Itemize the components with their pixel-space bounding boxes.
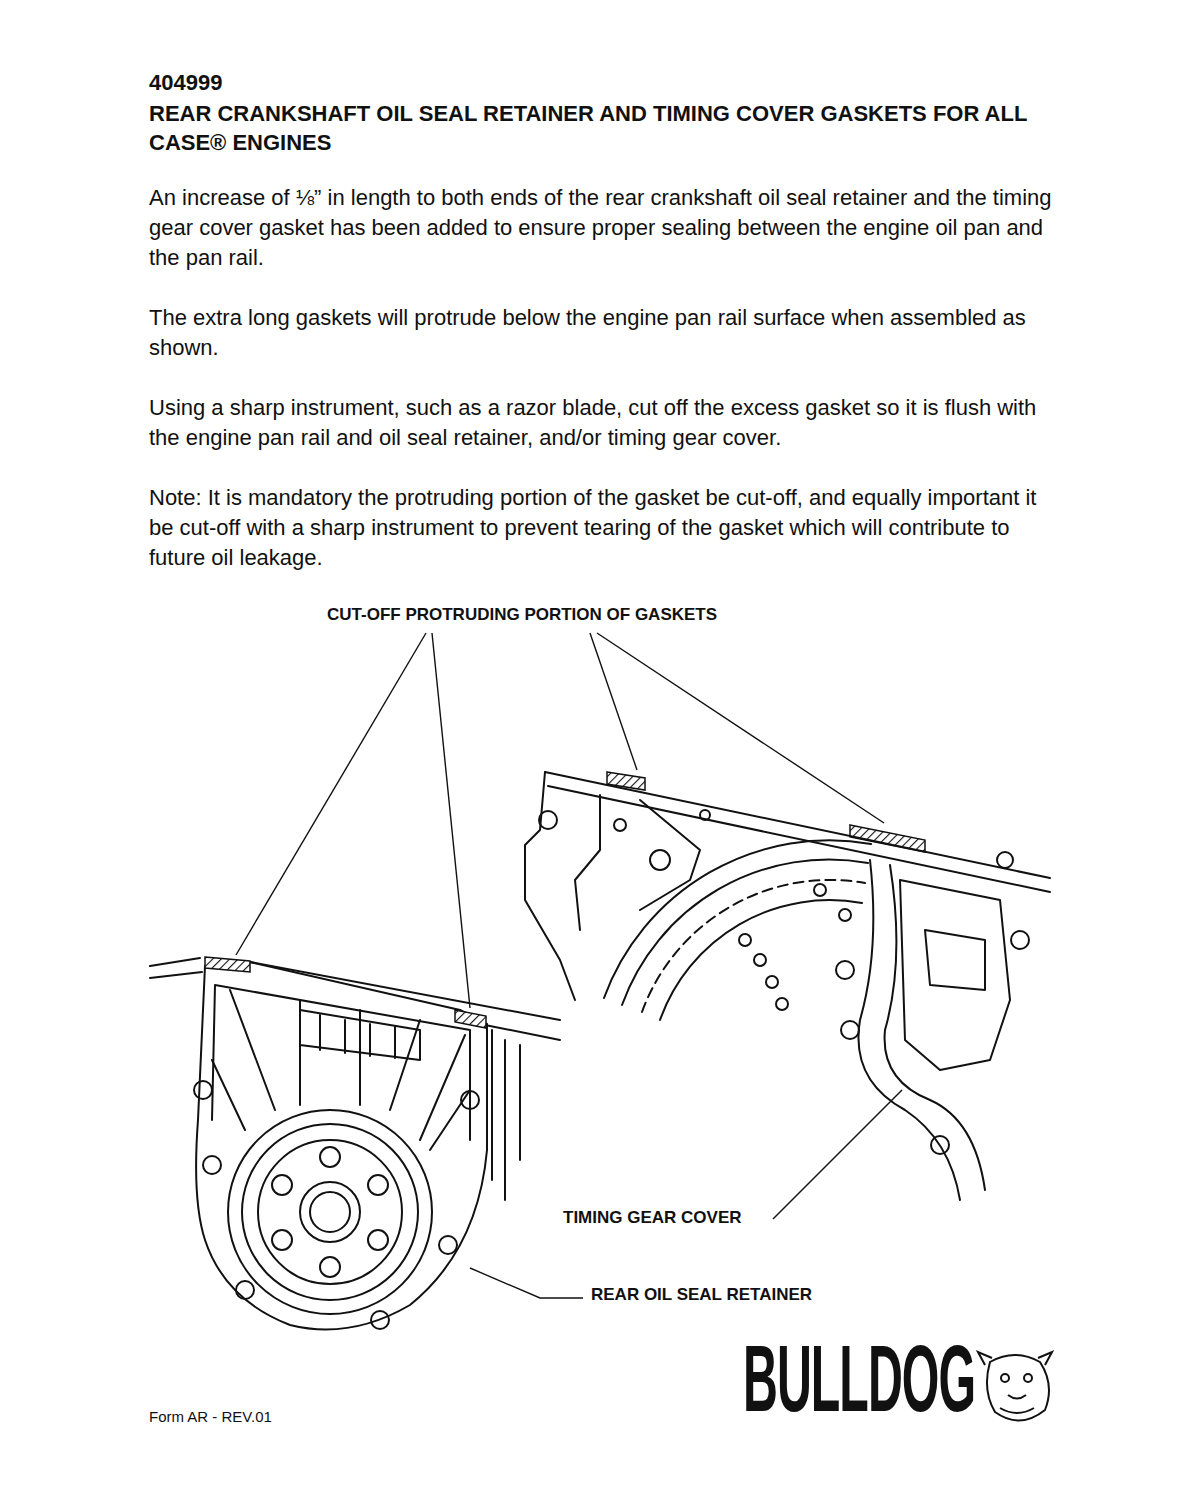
rear-seal-retainer-view (194, 1081, 212, 1099)
timing-cover-view (575, 795, 700, 930)
body-paragraph: The extra long gaskets will protrude bel… (149, 303, 1064, 363)
rear-seal-retainer-view (368, 1175, 388, 1195)
rear-seal-retainer-view (300, 1182, 360, 1242)
timing-cover-view (739, 934, 751, 946)
timing-cover-view (604, 840, 871, 998)
leader-lines (597, 633, 884, 823)
timing-cover-view (525, 772, 575, 1000)
body-paragraph: An increase of ⅛” in length to both ends… (149, 183, 1064, 273)
rear-seal-retainer-view (320, 1015, 395, 1058)
rear-seal-retainer-view (258, 1140, 402, 1284)
timing-cover-view (836, 961, 854, 979)
rear-seal-retainer-view (228, 1110, 432, 1314)
rear-seal-retainer-view (320, 1147, 340, 1167)
timing-cover-view (700, 810, 710, 820)
timing-cover-view (539, 811, 557, 829)
timing-cover-view (925, 930, 985, 990)
rear-seal-retainer-view (310, 1192, 350, 1232)
timing-cover-view (900, 880, 1010, 1070)
rear-seal-retainer-view (320, 1257, 340, 1277)
timing-cover-view (545, 772, 1050, 892)
timing-cover-view (841, 1021, 859, 1039)
rear-seal-retainer-view (236, 1281, 254, 1299)
rear-seal-retainer-view (371, 1311, 389, 1329)
leader-lines (236, 633, 902, 1298)
timing-cover-view (839, 909, 851, 921)
gasket-hatch (455, 1010, 486, 1028)
rear-seal-retainer-view (212, 990, 470, 1150)
rear-seal-retainer-view (272, 1230, 292, 1250)
leader-lines (470, 1268, 583, 1298)
rear-seal-retainer-view (492, 1030, 520, 1200)
callout-label: REAR OIL SEAL RETAINER (591, 1284, 812, 1306)
gasket-hatch (205, 772, 925, 1028)
gasket-hatch (607, 772, 645, 790)
gasket-hatch (205, 957, 250, 972)
callout-label: TIMING GEAR COVER (563, 1207, 742, 1229)
body-paragraph: Using a sharp instrument, such as a razo… (149, 393, 1064, 453)
bulldog-mascot (978, 1352, 1052, 1421)
timing-cover-view (858, 860, 960, 1200)
callout-label: CUT-OFF PROTRUDING PORTION OF GASKETS (327, 604, 717, 626)
rear-seal-retainer-view (203, 1156, 221, 1174)
rear-seal-retainer-view (368, 1230, 388, 1250)
rear-seal-retainer-view (212, 985, 470, 1140)
timing-cover-view (766, 976, 778, 988)
bulldog-mascot (1001, 1374, 1009, 1382)
timing-cover-view (660, 900, 862, 1020)
leader-lines (590, 633, 637, 770)
timing-cover-view (650, 850, 670, 870)
rear-seal-retainer-view (150, 958, 560, 1330)
rear-seal-retainer-view (300, 1010, 420, 1060)
rear-seal-retainer-view (461, 1091, 479, 1109)
leader-lines (773, 1090, 902, 1219)
form-number: Form AR - REV.01 (149, 1407, 272, 1426)
timing-cover-view (525, 772, 1050, 1200)
rear-seal-retainer-view (150, 958, 202, 978)
timing-cover-view (1011, 931, 1029, 949)
bulldog-mascot (987, 1355, 1049, 1421)
rear-seal-retainer-view (242, 1124, 418, 1300)
leader-lines (432, 633, 470, 1008)
timing-cover-view (776, 998, 788, 1010)
rear-seal-retainer-view (272, 1175, 292, 1195)
timing-cover-view (622, 860, 868, 1005)
leader-lines (236, 633, 426, 955)
part-number: 404999 (149, 70, 222, 96)
timing-cover-view (814, 884, 826, 896)
timing-cover-view (931, 1136, 949, 1154)
bulldog-mascot (978, 1352, 1052, 1413)
timing-cover-view (885, 865, 985, 1190)
timing-cover-view (754, 954, 766, 966)
document-title: REAR CRANKSHAFT OIL SEAL RETAINER AND TI… (149, 99, 1054, 157)
rear-seal-retainer-view (196, 962, 487, 1330)
rear-seal-retainer-view (439, 1236, 457, 1254)
bulldog-mascot (1024, 1374, 1032, 1382)
note-paragraph: Note: It is mandatory the protruding por… (149, 483, 1064, 573)
timing-cover-view (997, 852, 1013, 868)
brand-logo: BULLDOG (743, 1330, 975, 1425)
timing-cover-view (614, 819, 626, 831)
